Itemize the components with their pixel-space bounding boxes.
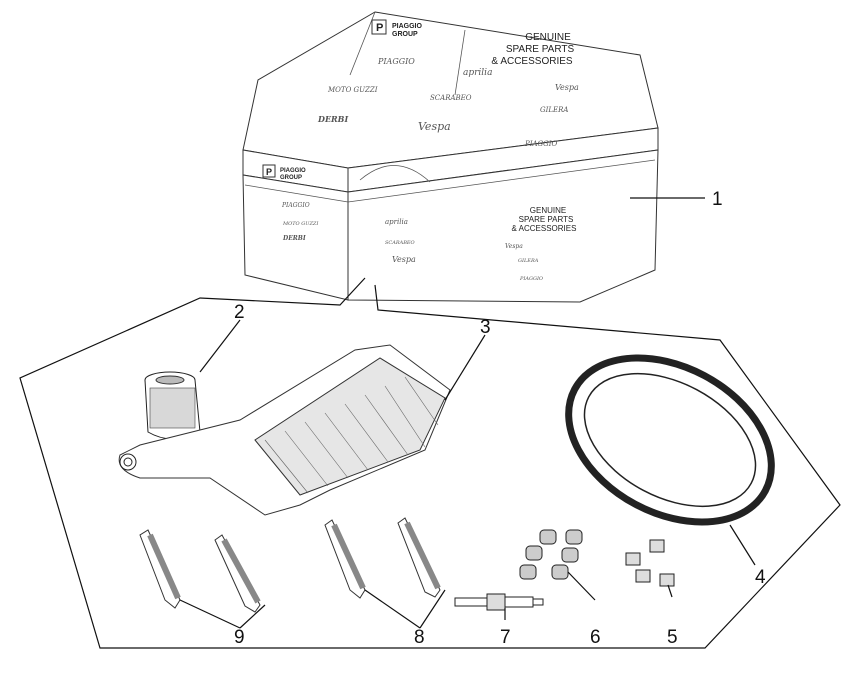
- front-brand-vespa-script: Vespa: [392, 255, 416, 264]
- lid-brand-piaggio: PIAGGIO: [377, 57, 415, 66]
- lid-brand-gilera: GILERA: [540, 106, 568, 114]
- brake-pad-set-8: [324, 517, 441, 599]
- callout-9: 9: [234, 627, 245, 648]
- front-tagline-2: SPARE PARTS: [519, 215, 574, 224]
- callout-6: 6: [590, 627, 601, 648]
- spare-parts-box: P PIAGGIO GROUP GENUINE SPARE PARTS & AC…: [242, 11, 659, 303]
- lid-tagline-1: GENUINE: [525, 32, 571, 43]
- svg-text:P: P: [376, 22, 383, 34]
- air-filter: [118, 344, 451, 516]
- variator-rollers: [519, 529, 583, 580]
- callout-2: 2: [234, 302, 245, 323]
- front-brand-guzzi: MOTO GUZZI: [282, 221, 319, 227]
- lid-brand-vespa: Vespa: [555, 83, 579, 92]
- front-tagline-1: GENUINE: [530, 206, 566, 215]
- lid-brand-aprilia: aprilia: [463, 68, 492, 78]
- callout-numbers: 1 2 3 4 5 6 7 8 9: [234, 189, 766, 648]
- callout-1: 1: [712, 189, 723, 210]
- front-brand-scarabeo: SCARABEO: [385, 240, 415, 246]
- front-brand-vespa: Vespa: [505, 243, 523, 250]
- lid-tagline-3: & ACCESSORIES: [491, 56, 572, 67]
- lid-brand-piaggio-2: PIAGGIO: [524, 140, 557, 148]
- drive-belt: [565, 354, 775, 526]
- front-logo-sub: GROUP: [280, 175, 302, 181]
- lid-brand-scarabeo: SCARABEO: [430, 94, 472, 102]
- lid-logo-sub: GROUP: [392, 31, 418, 38]
- lid-logo-main: PIAGGIO: [392, 23, 423, 30]
- callout-3: 3: [480, 317, 491, 338]
- variator-sliders: [625, 539, 675, 587]
- lid-brand-vespa-script: Vespa: [418, 120, 451, 133]
- front-brand-piaggio-2: PIAGGIO: [519, 276, 543, 282]
- callout-4: 4: [755, 567, 766, 588]
- spark-plug: [454, 593, 544, 611]
- front-brand-piaggio: PIAGGIO: [281, 202, 310, 209]
- svg-text:P: P: [266, 167, 272, 177]
- leader-lines: [179, 197, 756, 629]
- callout-8: 8: [414, 627, 425, 648]
- front-tagline-3: & ACCESSORIES: [512, 224, 577, 233]
- callout-5: 5: [667, 627, 678, 648]
- front-logo-main: PIAGGIO: [280, 168, 306, 174]
- lid-brand-guzzi: MOTO GUZZI: [327, 86, 378, 94]
- lid-tagline-2: SPARE PARTS: [506, 44, 575, 55]
- lid-brand-derbi: DERBI: [317, 114, 348, 124]
- oil-filter: [144, 371, 201, 440]
- front-brand-aprilia: aprilia: [385, 218, 408, 226]
- brake-pad-set-9: [139, 529, 261, 613]
- callout-7: 7: [500, 627, 511, 648]
- front-brand-derbi: DERBI: [282, 235, 306, 242]
- front-brand-gilera: GILERA: [518, 258, 539, 264]
- parts-group-outline: [19, 277, 841, 649]
